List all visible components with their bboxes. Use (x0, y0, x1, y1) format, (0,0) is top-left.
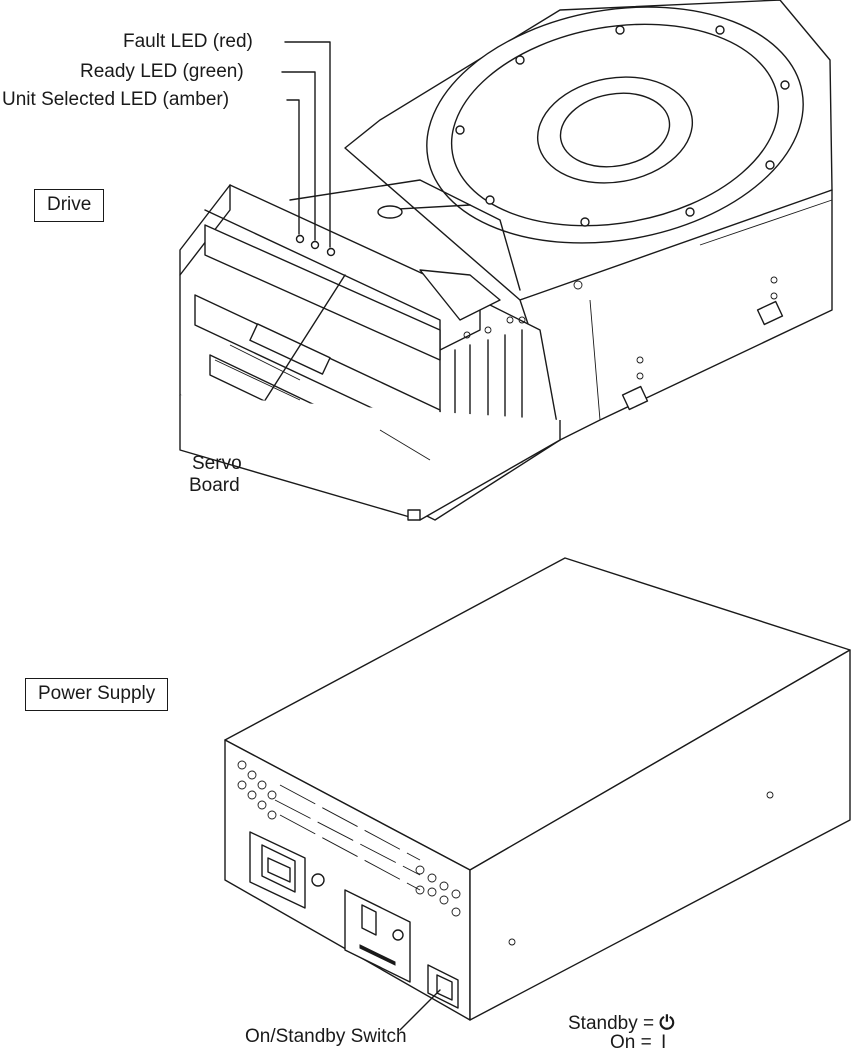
standby-symbol: ⏻ (659, 1012, 675, 1034)
ac-power-inlet (249, 831, 325, 909)
unit-selected-leader-line (286, 99, 300, 235)
disk-hub-outer (536, 76, 694, 184)
ready-led (310, 240, 320, 250)
standby-label: Standby = (568, 1013, 655, 1034)
ready-led-label: Ready LED (green) (80, 61, 244, 82)
power-supply-box-label: Power Supply (25, 678, 169, 711)
disk-hub-inner (559, 92, 671, 168)
psu-vent-right (415, 865, 461, 917)
on-label: On = (610, 1032, 652, 1053)
standby-legend: Standby = ⏻ (568, 1012, 674, 1035)
psu-vent-left (237, 760, 277, 820)
cover-screws (455, 25, 790, 227)
fault-leader-line (284, 41, 331, 248)
front-board-upper (204, 224, 441, 361)
psu-right-face (469, 649, 851, 1021)
ready-leader-line (281, 71, 316, 241)
switch-leader-line (399, 989, 441, 1031)
disk-cover-inner (450, 23, 780, 227)
drive-box-label: Drive (34, 189, 105, 222)
servo-board-label-line1: Servo (192, 453, 242, 474)
fault-led (326, 247, 336, 257)
on-symbol: I (661, 1032, 667, 1053)
fault-led-label: Fault LED (red) (123, 31, 253, 52)
unit-selected-led (295, 234, 305, 244)
unit-selected-led-label: Unit Selected LED (amber) (2, 89, 230, 110)
on-standby-switch-label: On/Standby Switch (245, 1026, 407, 1047)
on-legend: On = I (610, 1032, 666, 1054)
psu-control-panel (344, 889, 411, 983)
on-standby-switch[interactable] (427, 964, 459, 1009)
servo-board-label-line2: Board (189, 475, 240, 496)
